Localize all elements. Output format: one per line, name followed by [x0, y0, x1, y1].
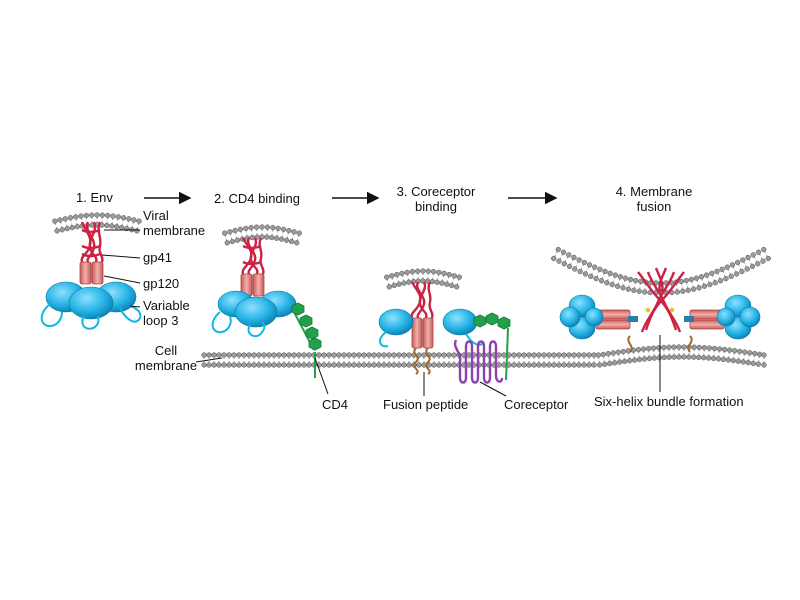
viral-membrane-label-line2: membrane	[143, 223, 206, 238]
gp120-label: gp120	[143, 276, 180, 291]
gp41-label: gp41	[143, 250, 172, 265]
coreceptor-label: Coreceptor	[504, 397, 569, 412]
viral-membrane-1	[52, 212, 142, 234]
cell-membrane-label-line2: membrane	[134, 358, 198, 373]
env-structure	[40, 221, 142, 330]
step-3-title-line2: binding	[415, 199, 457, 214]
gp41-cylinders-3	[411, 317, 434, 349]
fusion-peptide-label: Fusion peptide	[383, 397, 469, 412]
hinge-dots	[645, 307, 675, 313]
cd4-receptor-3	[473, 312, 511, 381]
coreceptor-binding-structure	[378, 281, 511, 397]
cell-membrane-label: Cell membrane	[130, 343, 202, 373]
variable-loop-label-line1: Variable	[143, 298, 190, 313]
cell-membrane-label-line1: Cell	[154, 343, 178, 358]
cell-membrane-leader	[195, 357, 223, 363]
fusion-peptides-4	[627, 335, 693, 353]
step-3-title-line1: 3. Coreceptor	[396, 184, 476, 199]
cell-membrane	[201, 344, 767, 368]
gp41-helices	[80, 221, 104, 263]
env-leader-lines	[101, 229, 141, 308]
gp120-cluster-right	[716, 294, 761, 340]
step-2-title: 2. CD4 binding	[214, 191, 300, 206]
viral-membrane-3	[384, 268, 462, 290]
viral-membrane-label: Viral membrane	[143, 208, 205, 238]
cd4-label: CD4	[322, 397, 349, 412]
six-helix-bundle	[637, 267, 685, 333]
membrane-fusion-structure	[559, 267, 761, 392]
gp120-subunits-2	[217, 290, 297, 328]
step-4-title-line2: fusion	[636, 199, 672, 214]
membranes	[52, 212, 771, 368]
cd4-binding-structure	[211, 237, 329, 395]
gp41-cylinders	[79, 261, 104, 285]
cd4-leader-line	[314, 357, 329, 395]
step-1-title: 1. Env	[76, 190, 113, 205]
variable-loop-label: Variable loop 3	[143, 298, 190, 328]
step-4-title: 4. Membrane fusion	[602, 184, 706, 214]
gp41-helices-3	[410, 281, 434, 319]
variable-loop-label-line2: loop 3	[143, 313, 179, 328]
six-helix-label: Six-helix bundle formation	[594, 394, 744, 409]
step-4-title-line1: 4. Membrane	[615, 184, 693, 199]
variable-loops-2	[211, 311, 266, 338]
gp41-cylinders-2	[240, 273, 265, 297]
gp41-helices-2	[241, 237, 265, 275]
viral-membrane-2	[222, 224, 302, 246]
fusion-peptides	[413, 347, 431, 375]
cd4-receptor	[291, 302, 322, 378]
gp120-subunits	[45, 281, 137, 320]
gp120-cluster-left	[559, 294, 604, 340]
variable-loops	[40, 303, 142, 330]
coreceptor-leader-lines	[423, 372, 507, 397]
gp120-subunits-3	[378, 308, 478, 336]
step-3-title: 3. Coreceptor binding	[384, 184, 488, 214]
viral-membrane-4	[551, 246, 771, 296]
coreceptor-protein	[453, 339, 504, 384]
viral-membrane-label-line1: Viral	[143, 208, 169, 223]
